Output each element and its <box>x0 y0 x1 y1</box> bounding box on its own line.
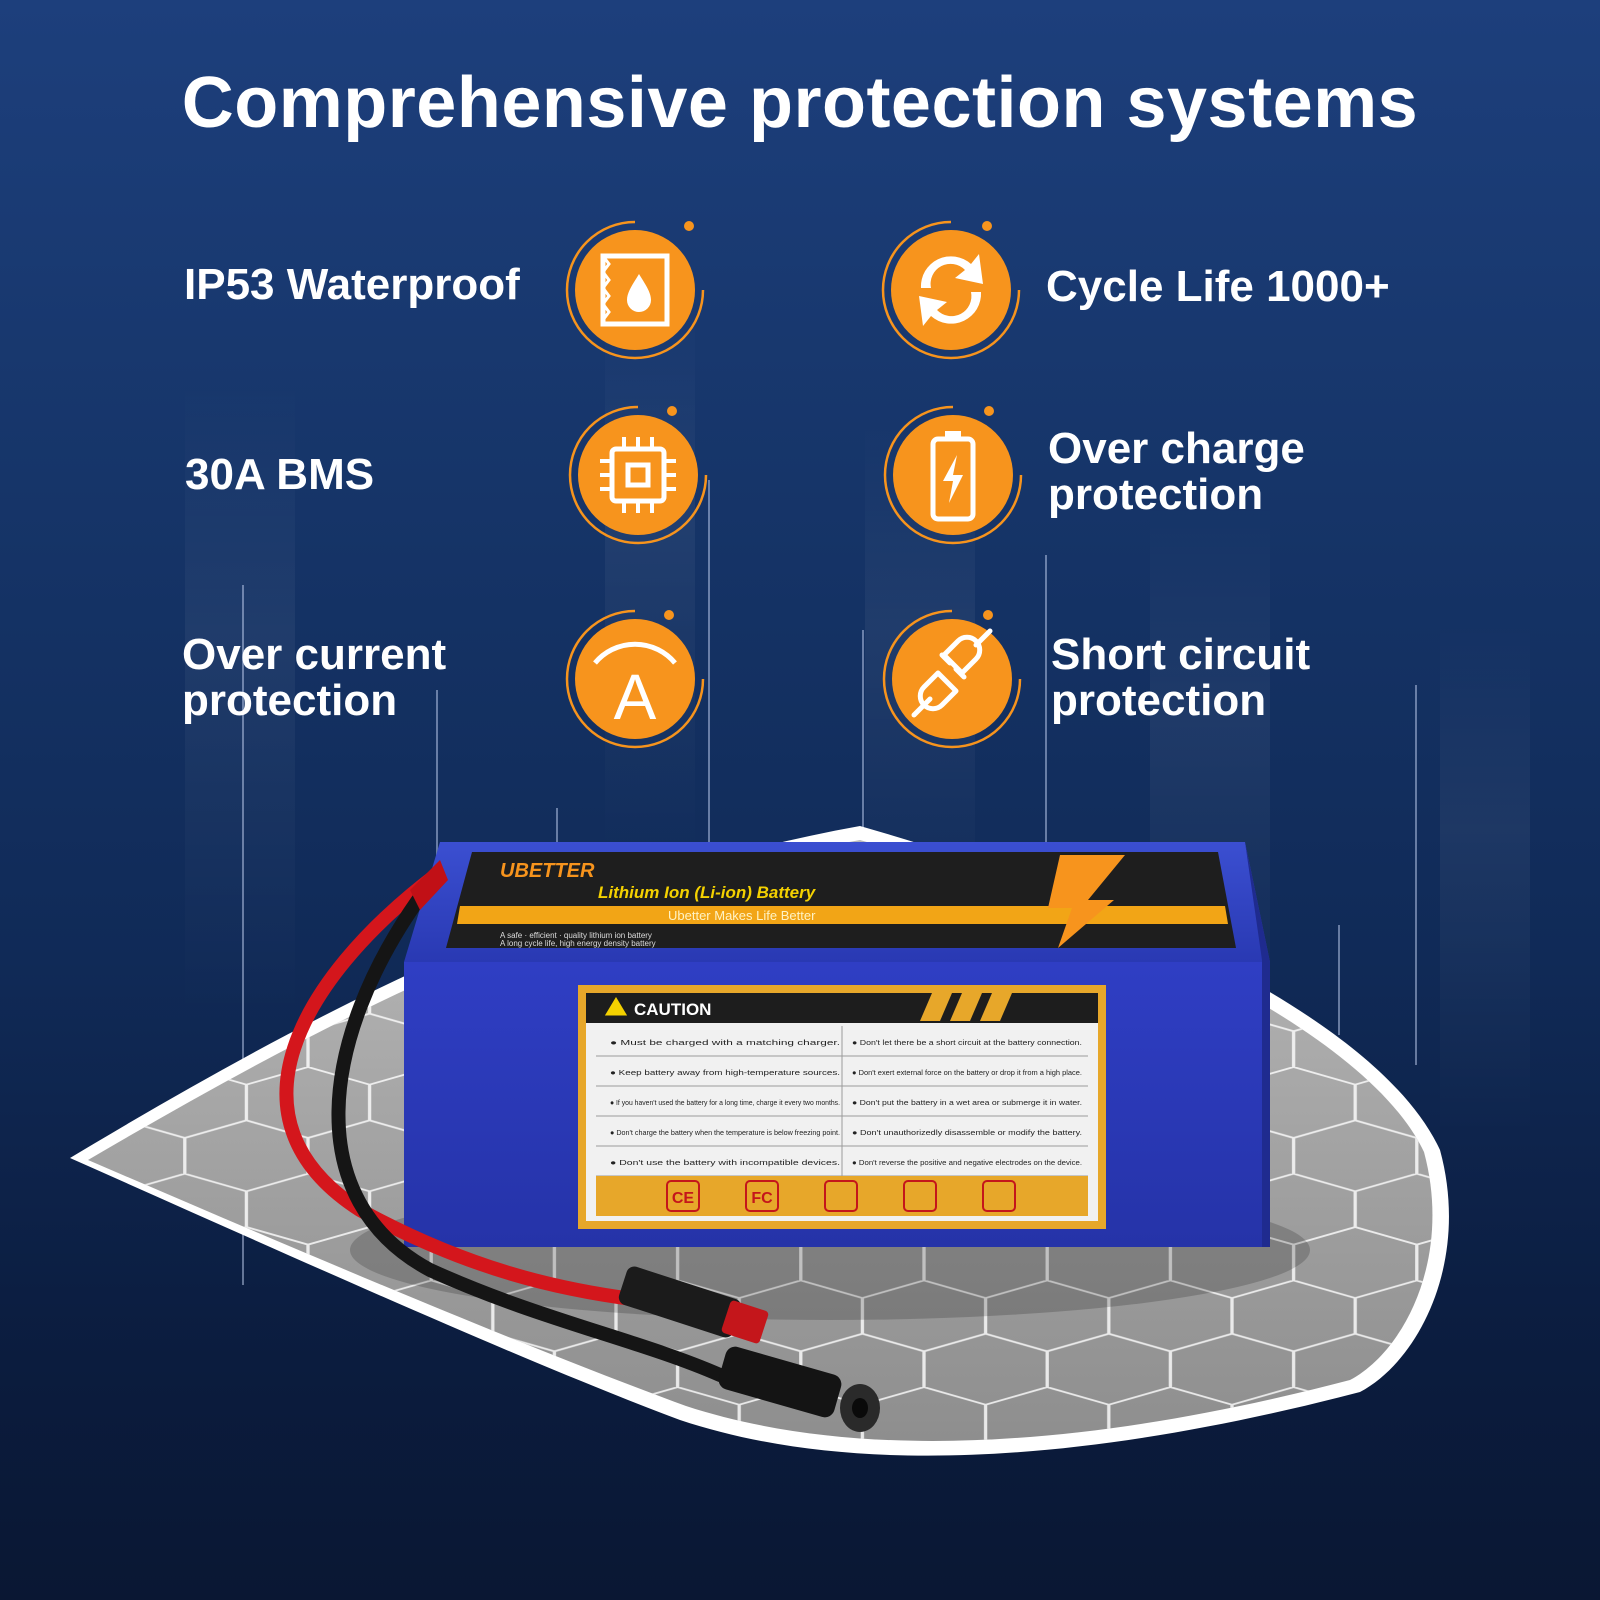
caution-item: ● Don't reverse the positive and negativ… <box>852 1158 1082 1167</box>
caution-item: ● Must be charged with a matching charge… <box>610 1038 840 1047</box>
caution-item: ● Keep battery away from high-temperatur… <box>610 1068 840 1077</box>
caution-item: ● If you haven't used the battery for a … <box>610 1098 840 1107</box>
decor-line <box>436 690 438 870</box>
caution-item: ● Don't exert external force on the batt… <box>852 1068 1082 1077</box>
feature-label-text: protection <box>182 676 398 725</box>
brand-logo: UBETTER <box>500 860 595 882</box>
light-beam <box>605 300 695 860</box>
battery-bolt-icon <box>881 403 1025 547</box>
cycle-arrows-icon <box>879 218 1023 362</box>
decor-line <box>708 480 710 900</box>
cert-mark-frame <box>745 1180 779 1212</box>
feature-label-text: IP53 Waterproof <box>184 260 520 309</box>
ampere-icon: A <box>563 607 707 751</box>
caution-title: CAUTION <box>634 1000 711 1019</box>
decor-line <box>1338 925 1340 1035</box>
plug-icon <box>880 607 1024 751</box>
caution-item: ● Don't let there be a short circuit at … <box>852 1038 1082 1047</box>
decor-line <box>862 630 864 870</box>
caution-item: ● Don't put the battery in a wet area or… <box>852 1098 1082 1107</box>
feature-label-text: Over charge <box>1048 424 1305 473</box>
light-beam <box>1440 620 1530 1140</box>
decor-line <box>242 585 244 1285</box>
decor-line <box>1045 555 1047 855</box>
decor-line <box>1415 685 1417 1065</box>
waterproof-icon <box>563 218 707 362</box>
battery-slogan: Ubetter Makes Life Better <box>668 908 816 923</box>
battery-type-label: Lithium Ion (Li-ion) Battery <box>598 883 817 902</box>
feature-label-text: protection <box>1051 676 1267 725</box>
page-title: Comprehensive protection systems <box>181 63 1419 143</box>
caution-item: ● Don't charge the battery when the temp… <box>610 1128 840 1137</box>
cert-mark-frame <box>903 1180 937 1212</box>
caution-item: ● Don't use the battery with incompatibl… <box>610 1158 840 1167</box>
ampere-glyph: A <box>614 661 657 733</box>
battery-note-1: A safe · efficient · quality lithium ion… <box>500 931 652 940</box>
cert-mark: CE <box>672 1190 695 1207</box>
feature-label-text: Cycle Life 1000+ <box>1046 262 1390 311</box>
certification-marks: CE FC <box>666 1180 1016 1212</box>
caution-item: ● Don't unauthorizedly disassemble or mo… <box>852 1128 1082 1137</box>
chip-icon <box>566 403 710 547</box>
cert-mark: FC <box>751 1190 773 1207</box>
feature-label-waterproof: IP53 Waterproof <box>184 262 520 308</box>
feature-label-text: protection <box>1048 470 1264 519</box>
feature-label-text: 30A BMS <box>185 450 375 499</box>
cert-mark-frame <box>666 1180 700 1212</box>
cert-mark-frame <box>982 1180 1016 1212</box>
feature-label-over-current: Over current protection <box>182 632 446 724</box>
cert-mark-frame <box>824 1180 858 1212</box>
feature-label-text: Short circuit <box>1051 630 1311 679</box>
battery-note-2: A long cycle life, high energy density b… <box>500 939 656 948</box>
feature-label-over-charge: Over charge protection <box>1048 426 1305 518</box>
feature-label-short-circuit: Short circuit protection <box>1051 632 1310 724</box>
feature-label-bms: 30A BMS <box>185 452 374 498</box>
light-beam <box>185 380 295 1020</box>
feature-label-text: Over current <box>182 630 447 679</box>
feature-label-cycle-life: Cycle Life 1000+ <box>1046 264 1390 310</box>
